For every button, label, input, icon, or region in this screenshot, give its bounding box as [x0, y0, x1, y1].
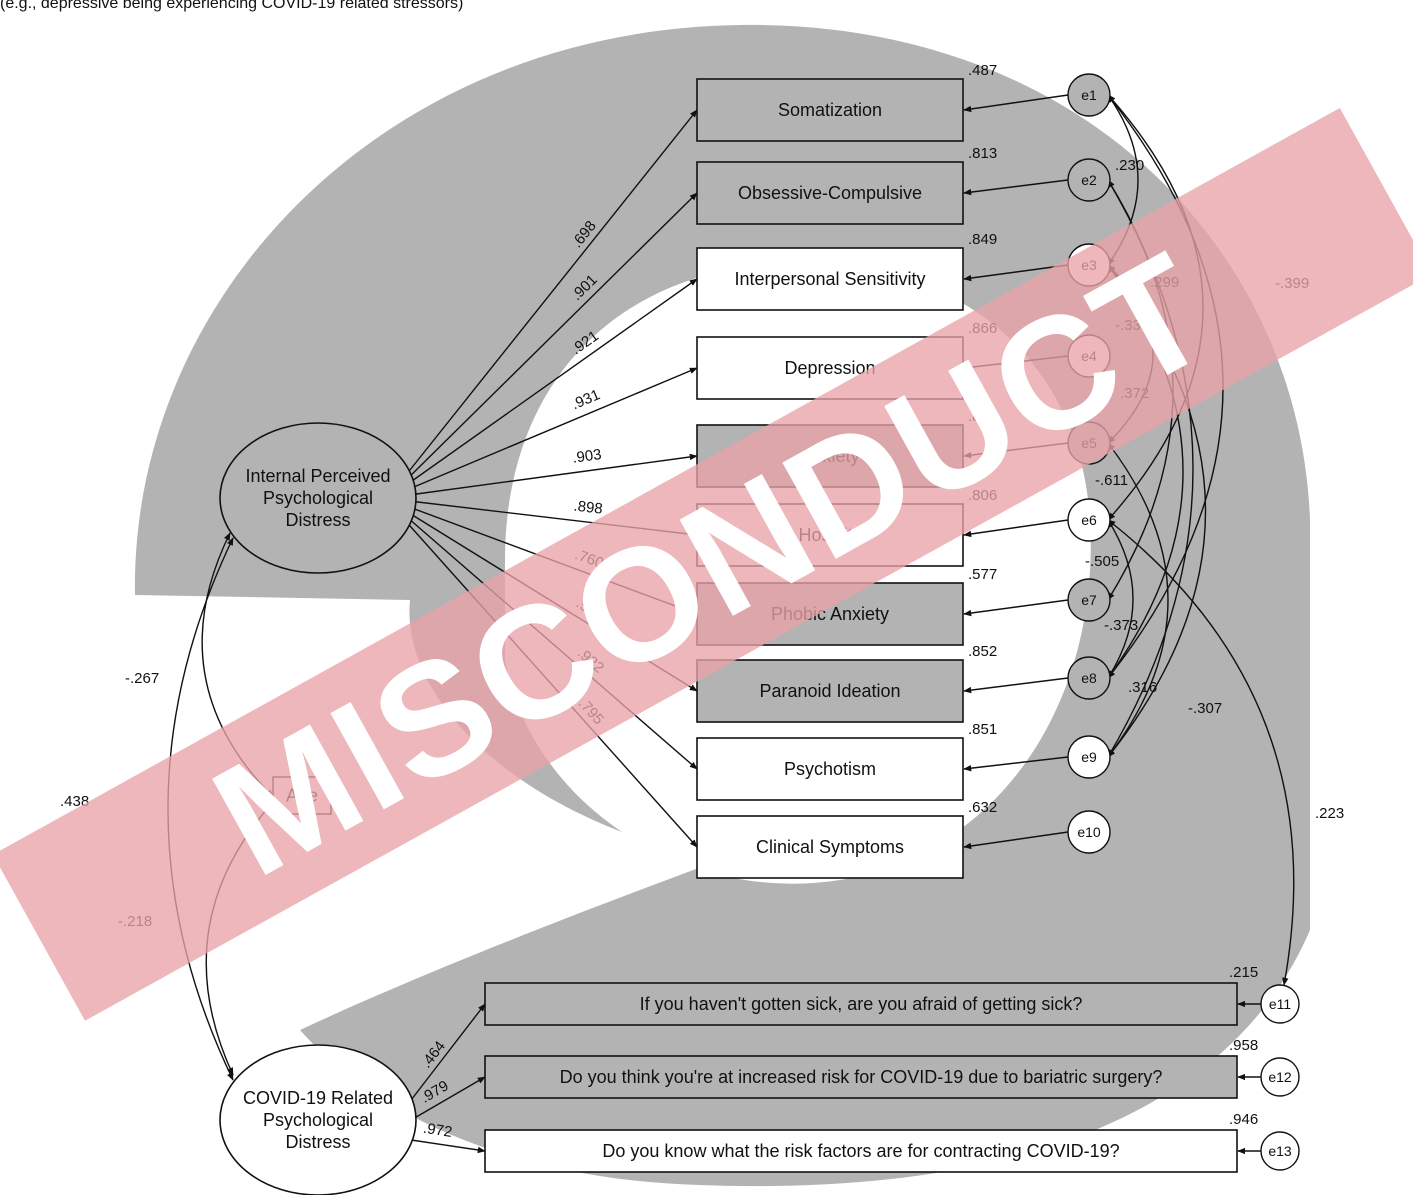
loading-arrow — [410, 1139, 486, 1154]
correlation-value: .223 — [1315, 805, 1344, 822]
r-squared-value: .813 — [968, 145, 997, 162]
error-term-e11 — [1260, 984, 1300, 1024]
r-squared-value: .632 — [968, 799, 997, 816]
error-label: e11 — [1269, 996, 1292, 1012]
error-arrow — [963, 756, 1069, 772]
r-squared-value: .946 — [1229, 1111, 1258, 1128]
correlation-value: -.307 — [1188, 700, 1222, 717]
error-arrow — [963, 264, 1069, 282]
error-term-e10 — [1067, 810, 1111, 854]
covid-item-label: If you haven't gotten sick, are you afra… — [640, 994, 1083, 1014]
correlation-value: .230 — [1115, 157, 1144, 174]
error-arrow — [963, 179, 1069, 196]
error-label: e6 — [1081, 512, 1097, 528]
covid-item-box — [484, 982, 1238, 1026]
loading-value: .903 — [571, 446, 602, 467]
indicator-label: Clinical Symptoms — [756, 837, 904, 857]
correlation-value: -.611 — [1095, 472, 1128, 489]
error-arrow — [963, 599, 1069, 617]
error-arrow — [963, 831, 1069, 850]
error-arrow — [963, 94, 1069, 113]
indicator-label: Depression — [784, 358, 875, 378]
error-term-e2 — [1067, 158, 1111, 202]
latent-internal-distress — [219, 422, 417, 574]
r-squared-value: .958 — [1229, 1037, 1258, 1054]
indicator-box-obsessive-compulsive — [696, 161, 964, 225]
latent-label: COVID-19 Related — [243, 1088, 393, 1108]
error-label: e7 — [1081, 592, 1097, 608]
indicator-label: Interpersonal Sensitivity — [734, 269, 925, 289]
loading-arrow — [408, 367, 698, 490]
r-squared-value: .851 — [968, 721, 997, 738]
r-squared-value: .852 — [968, 643, 997, 660]
r-squared-value: .215 — [1229, 964, 1258, 981]
error-label: e8 — [1081, 670, 1097, 686]
error-term-e9 — [1067, 735, 1111, 779]
indicator-box-paranoid-ideation — [696, 659, 964, 723]
error-term-e6 — [1067, 498, 1111, 542]
indicator-label: Obsessive-Compulsive — [738, 183, 922, 203]
loading-value: .898 — [573, 497, 604, 517]
correlation-value: -.267 — [125, 670, 159, 687]
indicator-box-interpersonal-sensitivity — [696, 247, 964, 311]
latent-label: Distress — [285, 1132, 350, 1152]
error-term-e13 — [1260, 1131, 1300, 1171]
error-label: e13 — [1268, 1143, 1292, 1159]
latent-label: Distress — [285, 510, 350, 530]
indicator-label: Paranoid Ideation — [759, 681, 900, 701]
error-term-e8 — [1067, 656, 1111, 700]
covid-item-label: Do you know what the risk factors are fo… — [602, 1141, 1119, 1161]
latent-label: Psychological — [263, 488, 373, 508]
error-label: e2 — [1081, 172, 1097, 188]
loading-arrow — [410, 1003, 486, 1101]
indicator-box-somatization — [696, 78, 964, 142]
covid-item-box — [484, 1129, 1238, 1173]
loading-arrow — [410, 1076, 486, 1121]
covid-item-label: Do you think you're at increased risk fo… — [560, 1067, 1163, 1087]
error-term-e12 — [1260, 1057, 1300, 1097]
error-label: e1 — [1081, 87, 1097, 103]
covid-item-box — [484, 1055, 1238, 1099]
latent-label: Internal Perceived — [245, 466, 390, 486]
indicator-label: Somatization — [778, 100, 882, 120]
error-arrow — [963, 519, 1069, 538]
indicator-box-psychotism — [696, 737, 964, 801]
loading-value: .972 — [422, 1120, 453, 1141]
error-label: e9 — [1081, 749, 1097, 765]
indicator-label: Psychotism — [784, 759, 876, 779]
r-squared-value: .577 — [968, 566, 997, 583]
loading-arrow — [408, 192, 698, 478]
loading-arrow — [408, 278, 698, 484]
correlation-value: -.505 — [1085, 553, 1119, 570]
loading-arrow — [409, 453, 698, 496]
correlation-value: -.373 — [1104, 617, 1138, 634]
watermark-band — [0, 107, 1413, 1021]
r-squared-value: .849 — [968, 231, 997, 248]
caption-fragment: (e.g., depressive being experiencing COV… — [0, 0, 464, 12]
error-term-e1 — [1067, 73, 1111, 117]
correlation-e6-e11 — [1107, 519, 1295, 986]
correlation-value: .316 — [1128, 679, 1157, 696]
error-arrow — [963, 677, 1069, 694]
latent-label: Psychological — [263, 1110, 373, 1130]
indicator-box-clinical-symptoms — [696, 815, 964, 879]
r-squared-value: .487 — [968, 62, 997, 79]
loading-arrow — [408, 109, 698, 472]
error-label: e10 — [1077, 824, 1101, 840]
error-label: e12 — [1268, 1069, 1292, 1085]
error-term-e7 — [1067, 578, 1111, 622]
